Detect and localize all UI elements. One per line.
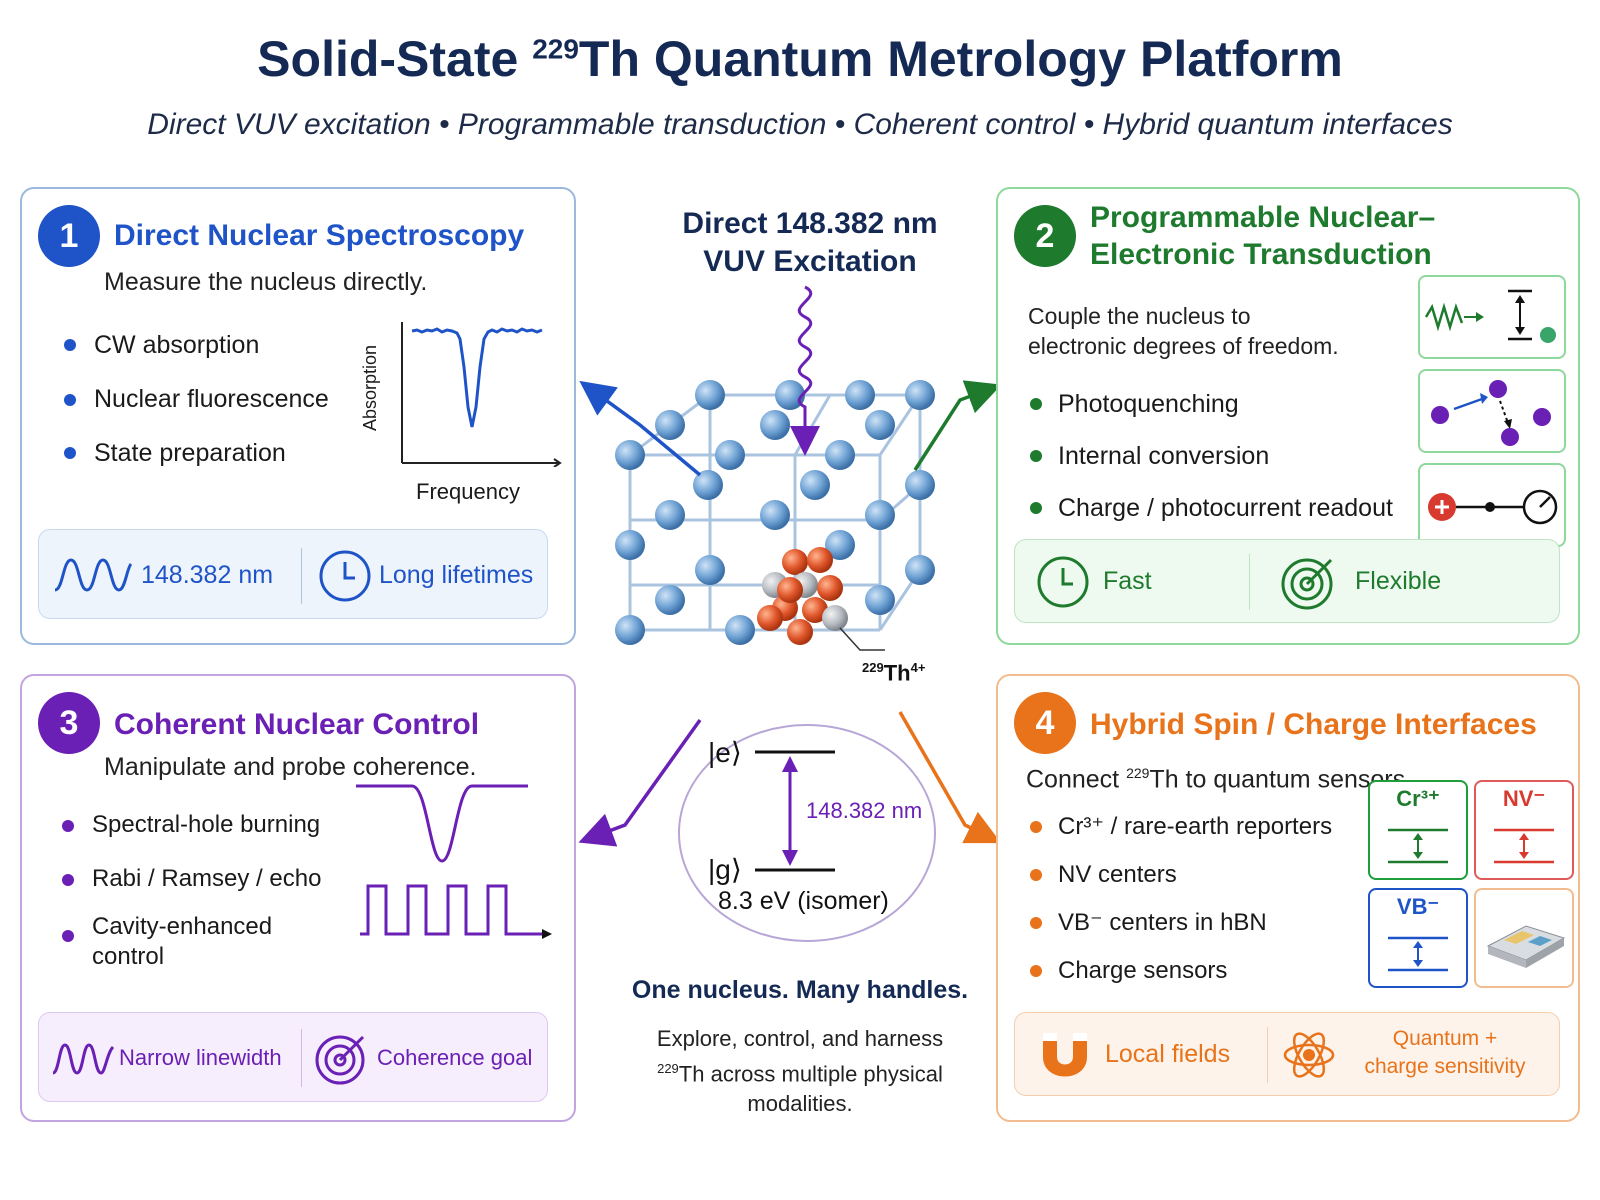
excited-state-label: |e⟩ [708, 737, 742, 768]
footer-local-fields: Local fields [1105, 1040, 1231, 1068]
panel-number: 2 [1014, 205, 1076, 267]
panel-description: Measure the nucleus directly. [104, 268, 428, 296]
panel-title: Programmable Nuclear–Electronic Transduc… [1090, 201, 1436, 271]
charge-sensor-device-box [1474, 888, 1574, 988]
bullet-dot [62, 874, 74, 886]
page-subtitle: Direct VUV excitation • Programmable tra… [147, 108, 1453, 141]
cr-label: Cr³⁺ [1396, 786, 1440, 811]
charge-readout-schematic [1418, 463, 1566, 547]
bullet-dot [62, 820, 74, 832]
clock-icon [319, 550, 371, 602]
vb-level-box: VB⁻ [1368, 888, 1468, 988]
arrow-to-panel3 [578, 718, 702, 847]
footer-narrow-linewidth: Narrow linewidth [119, 1045, 282, 1070]
panel-footer: Narrow linewidth Coherence goal [38, 1012, 548, 1102]
device-chip-icon [1486, 925, 1566, 968]
narrow-wave-icon [52, 1043, 115, 1075]
bullet-rabi-ramsey-echo: Rabi / Ramsey / echo [92, 865, 322, 892]
bullet-dot [1030, 821, 1042, 833]
target-icon [1281, 558, 1333, 610]
lattice-atoms [615, 380, 935, 645]
footer-flexible: Flexible [1355, 567, 1442, 595]
bullet-dot [64, 394, 76, 406]
ion-label: 229Th4+ [862, 660, 926, 686]
panel-footer: Local fields Quantum +charge sensitivity [1014, 1012, 1560, 1096]
vb-label: VB⁻ [1396, 894, 1440, 919]
arrow-to-panel1 [579, 380, 702, 477]
nv-label: NV⁻ [1502, 786, 1546, 811]
arrow-to-panel4 [898, 711, 1002, 844]
bullet-dot [1030, 450, 1042, 462]
bullet-dot [62, 930, 74, 942]
panel-description: Connect 229Th to quantum sensors. [1026, 765, 1413, 794]
bullet-spectral-hole: Spectral-hole burning [92, 811, 321, 838]
bullet-dot [64, 447, 76, 459]
thorium-nucleus [757, 547, 848, 645]
tagline: One nucleus. Many handles. [631, 976, 969, 1004]
panel-number: 4 [1014, 692, 1076, 754]
footer-coherence-goal: Coherence goal [377, 1045, 533, 1070]
photoquench-schematic [1418, 275, 1566, 359]
transition-wavelength: 148.382 nm [806, 798, 923, 823]
panel-title: Hybrid Spin / Charge Interfaces [1090, 708, 1537, 741]
ground-state-label: |g⟩ [708, 854, 742, 885]
footer-long-lifetimes: Long lifetimes [379, 561, 534, 589]
panel-description: Manipulate and probe coherence. [104, 753, 477, 781]
internal-conversion-schematic [1418, 369, 1566, 453]
panel-title: Direct Nuclear Spectroscopy [114, 219, 525, 252]
panel-number: 3 [38, 692, 100, 754]
nv-level-box: NV⁻ [1474, 780, 1574, 880]
bullet-dot [1030, 502, 1042, 514]
footer-wavelength: 148.382 nm [141, 561, 274, 589]
bullet-cw-absorption: CW absorption [94, 331, 260, 359]
target-icon [315, 1035, 365, 1085]
wave-icon [54, 558, 133, 592]
panel-title: Coherent Nuclear Control [114, 708, 480, 741]
panel-coherent-control: 3 Coherent Nuclear Control Manipulate an… [20, 674, 576, 1122]
clock-icon [1037, 556, 1089, 608]
isomer-energy: 8.3 eV (isomer) [718, 887, 889, 915]
panel-footer: Fast Flexible [1014, 539, 1560, 623]
plot-ylabel: Absorption [360, 344, 380, 431]
panel-hybrid-interfaces: 4 Hybrid Spin / Charge Interfaces Connec… [996, 674, 1580, 1122]
bullet-photoquenching: Photoquenching [1058, 390, 1239, 418]
panel-number: 1 [38, 205, 100, 267]
center-description: Explore, control, and harness 229Th acro… [656, 1026, 944, 1117]
level-diagram-ellipse [678, 724, 936, 942]
bullet-dot [64, 339, 76, 351]
cr-level-box: Cr³⁺ [1368, 780, 1468, 880]
bullet-cr-reporters: Cr³⁺ / rare-earth reporters [1058, 813, 1333, 840]
page-title: Solid-State 229Th Quantum Metrology Plat… [257, 31, 1343, 87]
bullet-dot [1030, 398, 1042, 410]
plot-xlabel: Frequency [416, 479, 520, 504]
absorption-plot [401, 322, 562, 467]
magnet-icon [1043, 1033, 1087, 1077]
footer-fast: Fast [1103, 567, 1152, 595]
bullet-dot [1030, 869, 1042, 881]
bullet-nuclear-fluorescence: Nuclear fluorescence [94, 385, 329, 413]
panel-transduction: 2 Programmable Nuclear–Electronic Transd… [996, 187, 1580, 645]
bullet-state-preparation: State preparation [94, 439, 286, 467]
panel-footer: 148.382 nm Long lifetimes [38, 529, 548, 619]
bullet-dot [1030, 965, 1042, 977]
bullet-dot [1030, 917, 1042, 929]
vuv-photon-arrow [790, 285, 820, 456]
bullet-internal-conversion: Internal conversion [1058, 442, 1270, 470]
bullet-nv-centers: NV centers [1058, 861, 1177, 888]
atom-icon [1283, 1032, 1335, 1078]
bullet-vb-centers: VB⁻ centers in hBN [1058, 909, 1267, 936]
bullet-charge-sensors: Charge sensors [1058, 957, 1228, 984]
hole-and-pulse-plots [356, 784, 552, 939]
bullet-charge-readout: Charge / photocurrent readout [1058, 494, 1393, 522]
footer-quantum-charge-sensitivity: Quantum +charge sensitivity [1364, 1027, 1526, 1078]
arrow-to-panel2 [913, 380, 1002, 471]
panel-direct-spectroscopy: 1 Direct Nuclear Spectroscopy Measure th… [20, 187, 576, 645]
